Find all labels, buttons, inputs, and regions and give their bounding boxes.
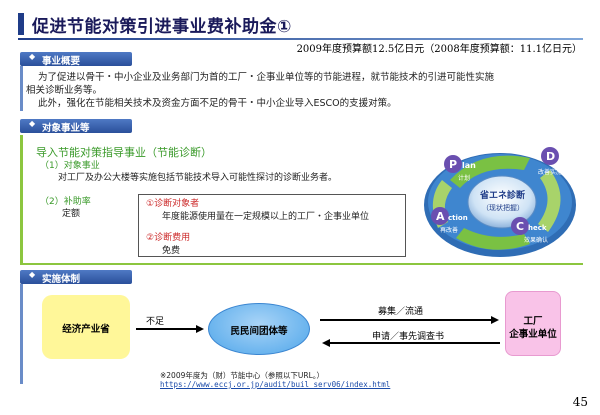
criteria-box (138, 194, 406, 257)
cycle-center-disk (467, 175, 537, 229)
arrow-head-left (322, 339, 330, 347)
check-label: 效果确认 (524, 236, 548, 244)
cycle-arrow-bottom (456, 228, 530, 250)
section-tab-target: 对象事业等 (20, 119, 132, 134)
overview-line-2: 相关诊断业务等。 (26, 85, 103, 96)
target-sub1: （1）对象事业 (40, 161, 100, 171)
arrow-label-shortage: 不足 (146, 317, 165, 327)
check-letter: C (516, 220, 524, 233)
overview-line-3: 此外，强化在节能相关技术及资金方面不足的骨干・中小企业导入ESCO的支援对策。 (38, 98, 397, 109)
section-tab-overview: 事业概要 (20, 52, 132, 67)
arrow-head-right-2 (491, 316, 499, 324)
plan-label: 计划 (458, 174, 470, 182)
check-circle (511, 217, 529, 235)
do-rest: o (559, 153, 565, 162)
criteria-1-text: 年度能源使用量在一定规模以上的工厂・企事业单位 (162, 212, 370, 222)
do-letter: D (546, 150, 555, 163)
action-circle (431, 207, 449, 225)
check-rest: heck (528, 224, 547, 232)
plan-letter: P (449, 158, 457, 171)
target-title: 导入节能对策指导事业（节能诊断） (36, 146, 212, 159)
arrow-head-right-1 (196, 325, 204, 333)
page-title: 促进节能对策引进事业费补助金① (32, 17, 292, 37)
do-label: 改善实施 (538, 168, 562, 176)
footnote-link[interactable]: https://www.eccj.or.jp/audit/buil_serv06… (160, 380, 391, 389)
cycle-center-sub: （现状把握） (482, 203, 524, 212)
factory-label-1: 工厂 (523, 316, 543, 327)
org-label: 民民间团体等 (230, 326, 288, 337)
meti-label: 经济产业省 (62, 324, 110, 335)
cycle-arrow-green (450, 155, 530, 188)
footnote: ※2009年度为（财）节能中心（参照以下URL。） (160, 371, 324, 380)
criteria-2-text: 免费 (162, 246, 181, 256)
section-tab-impl: 实施体制 (20, 270, 132, 285)
overview-box (20, 66, 583, 111)
do-circle (541, 147, 559, 165)
action-label: 再改善 (440, 226, 458, 234)
title-accent (18, 13, 24, 35)
arrow-label-recruit: 募集／流通 (378, 307, 424, 317)
budget-text: 2009年度预算额12.5亿日元（2008年度预算额：11.1亿日元） (296, 44, 582, 55)
target-sub2-text: 定额 (62, 209, 81, 219)
action-rest: ction (448, 214, 468, 222)
meti-box (42, 295, 130, 359)
criteria-2-label: ②诊断费用 (146, 233, 191, 243)
target-box (20, 135, 583, 265)
criteria-1-label: ①诊断对象者 (146, 199, 200, 209)
page-number: 45 (572, 395, 588, 409)
arrow-label-apply: 申请／事先调查书 (372, 332, 445, 342)
target-sub2: （2）补助率 (40, 197, 91, 207)
title-bar: 促进节能对策引进事业费补助金① (18, 10, 583, 40)
action-letter: A (436, 210, 445, 223)
target-sub1-text: 对工厂及办公大楼等实施包括节能技术导入可能性探讨的诊断业务者。 (58, 173, 338, 183)
cycle-arrow-lightgreen (538, 170, 561, 232)
title-underline (18, 38, 583, 40)
plan-circle (444, 155, 462, 173)
pdca-cycle-diagram: P lan 计划 D o 改善实施 C heck 效果确认 A ction 再改… (424, 147, 576, 257)
overview-line-1: 为了促进以骨干・中小企业及业务部门为首的工厂・企事业单位等的节能进程，就节能技术… (38, 72, 495, 83)
impl-box (20, 284, 583, 384)
plan-rest: lan (462, 161, 476, 170)
factory-box (505, 291, 561, 356)
factory-label-2: 企事业单位 (509, 329, 557, 340)
org-ellipse (208, 303, 310, 355)
cycle-center-title: 省エネ診断 (479, 189, 525, 201)
